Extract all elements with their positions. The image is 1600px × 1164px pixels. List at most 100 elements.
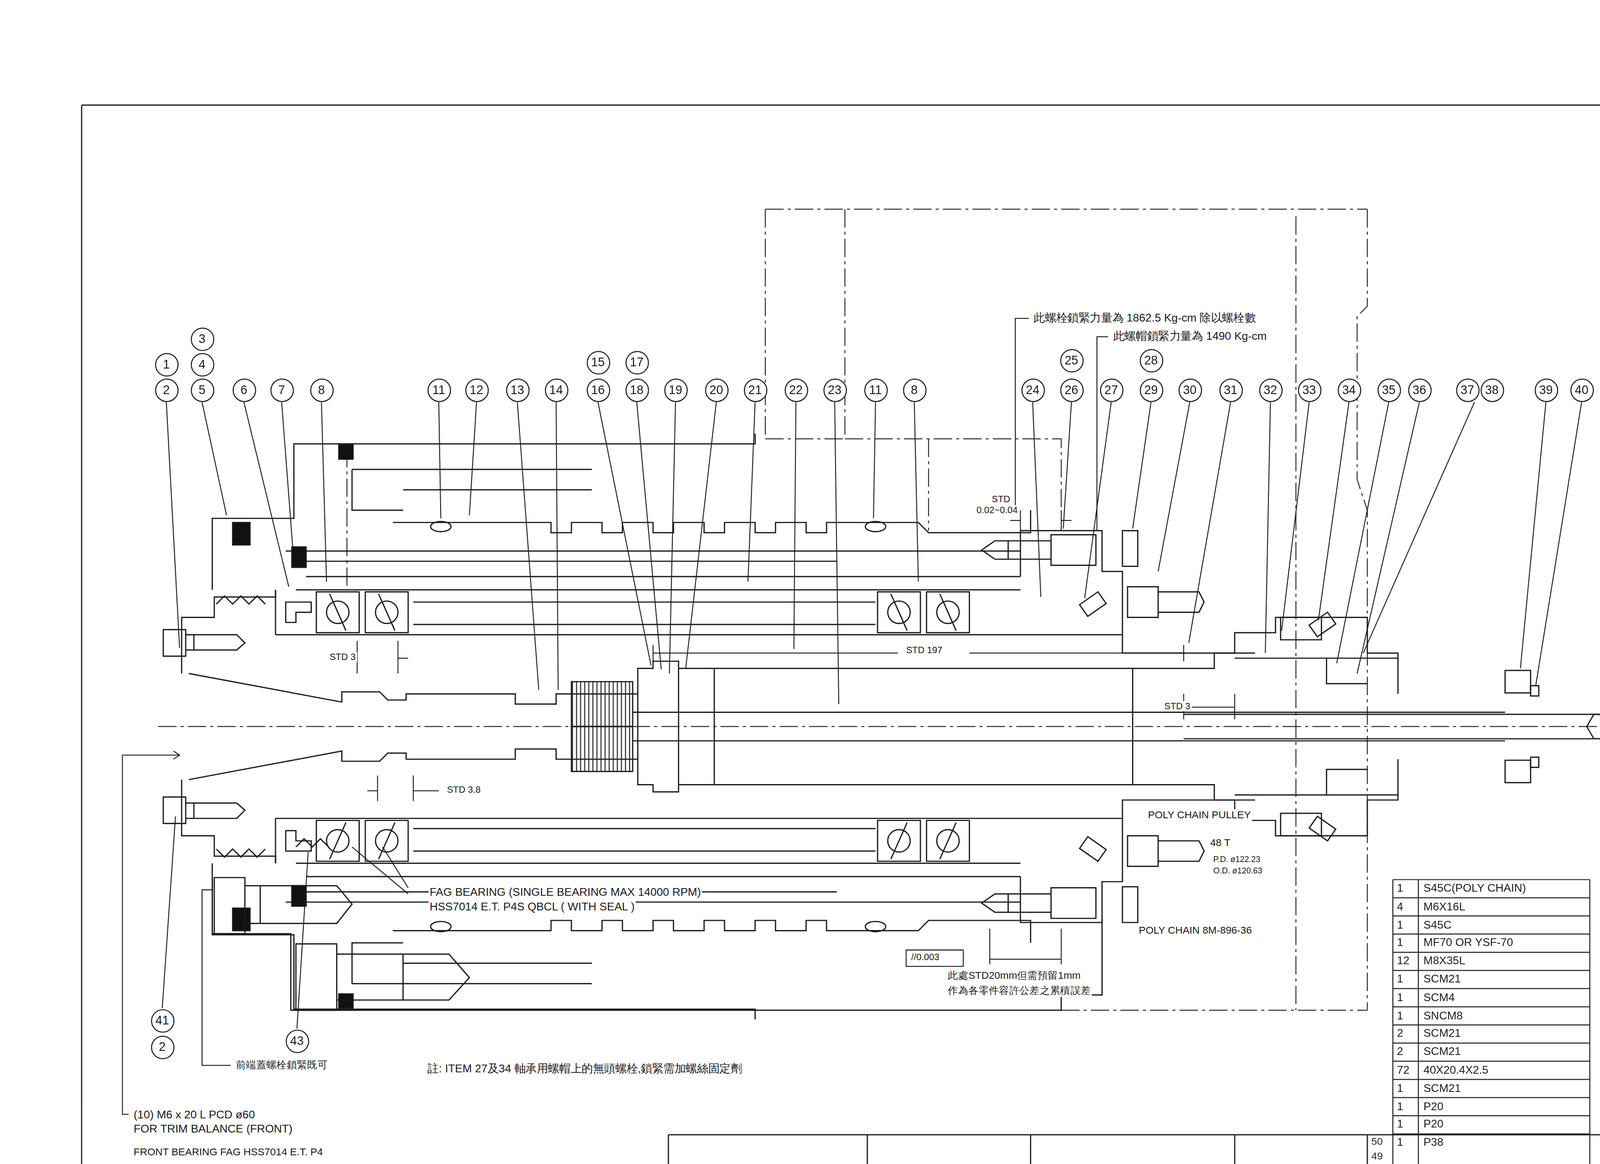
dimension-lines-part [906,950,964,967]
leader-lines-part [555,401,558,690]
callout-circle: 22 [784,378,808,402]
spindle-upper-half-part [981,540,1051,560]
housing-lower-details-part [214,877,245,934]
part-label: POLY CHAIN 8M-896-36 [1137,924,1253,937]
dimension-text: STD 197 [904,644,944,656]
note-text: 此螺帽鎖緊力量為 1490 Kg-cm [1112,329,1268,343]
callout-number: 11 [869,383,883,396]
callout-circle: 40 [1569,378,1594,402]
table-cell: S45C [1422,918,1453,931]
callout-circle: 11 [426,378,451,402]
callout-circle: 15 [586,350,610,374]
callout-circle: 5 [190,378,214,402]
spindle-upper-half-part [865,521,886,532]
callout-number: 16 [591,383,605,396]
callout-circle: 6 [232,378,256,402]
callout-number: 15 [591,356,605,369]
note-text: 註: ITEM 27及34 軸承用螺帽上的無頭螺栓,鎖緊需加螺絲固定劑 [426,1062,743,1076]
table-cell: 2 [1396,1044,1405,1058]
callout-number: 6 [240,383,248,396]
callout-circle: 8 [309,378,333,402]
leader-lines [122,318,1582,1115]
leader-lines-part [122,751,180,1115]
callout-number: 28 [1144,353,1159,367]
callout-number: 35 [1381,383,1396,396]
callout-number: 13 [510,383,525,396]
callout-circle: 3 [190,327,214,351]
tolerance-text: //0.003 [910,951,941,963]
sheet-border-part [81,104,1600,1164]
leader-lines-part [1520,401,1546,669]
callout-number: 24 [1025,383,1040,396]
callout-number: 22 [789,383,803,396]
sheet-border-part [668,1134,1600,1164]
parts-table-part [1392,1115,1590,1117]
spindle-upper-half-part [275,589,1123,635]
leader-lines-part [597,401,651,665]
callout-number: 32 [1263,383,1278,396]
dimension-lines-part [367,775,439,801]
callout-number: 39 [1538,383,1553,396]
callout-circle: 13 [505,378,530,402]
machine-housing-outline [158,209,1600,1011]
table-cell: 2 [1396,1027,1405,1040]
spindle-upper-half-part [1122,530,1138,567]
note-text: 此螺栓鎖緊力量為 1862.5 Kg-cm 除以螺栓數 [1032,311,1257,324]
dimension-text: STD 3.8 [446,784,482,795]
callout-circle: 16 [586,378,610,402]
table-cell: 1 [1396,1117,1405,1131]
note-text: 作為各零件容許公差之累積誤差 [946,984,1092,997]
table-cell: 12 [1396,954,1411,967]
parts-table-part [1392,1133,1590,1135]
spindle-upper-half-part [890,593,908,631]
callout-number: 21 [748,383,763,396]
dimension-lines-part [1010,510,1072,531]
leader-lines-part [834,401,839,704]
table-cell: 1 [1396,1099,1405,1113]
callout-circle: 30 [1178,378,1202,402]
callout-number: 2 [158,1040,166,1054]
leader-lines-part [1357,401,1420,674]
callout-circle: 29 [1139,378,1163,402]
table-cell: SNCM8 [1422,1008,1465,1022]
callout-circle: 4 [190,352,214,376]
leader-lines-part [669,401,676,674]
spindle-upper-half-part [216,596,265,605]
callout-circle: 31 [1218,378,1242,402]
leader-lines-part [1188,401,1231,643]
spindle-upper-half-part [316,592,360,633]
dimension-lines [347,510,1235,967]
parts-table-part [1392,1079,1590,1080]
callout-number: 38 [1485,383,1499,396]
callout-number: 29 [1144,383,1159,396]
spindle-upper-half-part [632,712,1600,715]
spindle-upper-half-part [1020,530,1123,635]
spindle-upper-half-part [1122,617,1398,695]
table-cell: 1 [1396,881,1405,895]
table-cell: SCM4 [1422,990,1456,1004]
leader-lines-part [438,401,441,519]
leader-lines-part [1158,401,1190,572]
leader-lines-part [1535,401,1582,686]
machine-housing-outline-part [158,726,1600,727]
callout-circle: 20 [704,378,728,402]
leader-lines-part [636,401,662,670]
callout-number: 30 [1183,383,1197,396]
spindle-upper-half-part [1280,617,1322,640]
spindle-upper-half-part [1050,534,1096,566]
callout-number: 19 [668,383,683,396]
leader-lines-part [244,401,289,587]
callout-circle: 23 [822,378,847,402]
callout-number: 43 [290,1034,304,1048]
callout-number: 37 [1460,383,1475,396]
part-label: O.D. ø120.63 [1212,866,1264,876]
leader-lines-part [517,401,539,690]
spindle-upper-half-part [163,629,186,656]
callout-circle: 26 [1059,378,1083,402]
callout-number: 7 [278,383,286,396]
callout-number: 33 [1302,383,1316,396]
spindle-upper-half-part [1586,714,1600,727]
leader-lines-part [1363,401,1475,653]
callout-number: 27 [1104,383,1118,396]
